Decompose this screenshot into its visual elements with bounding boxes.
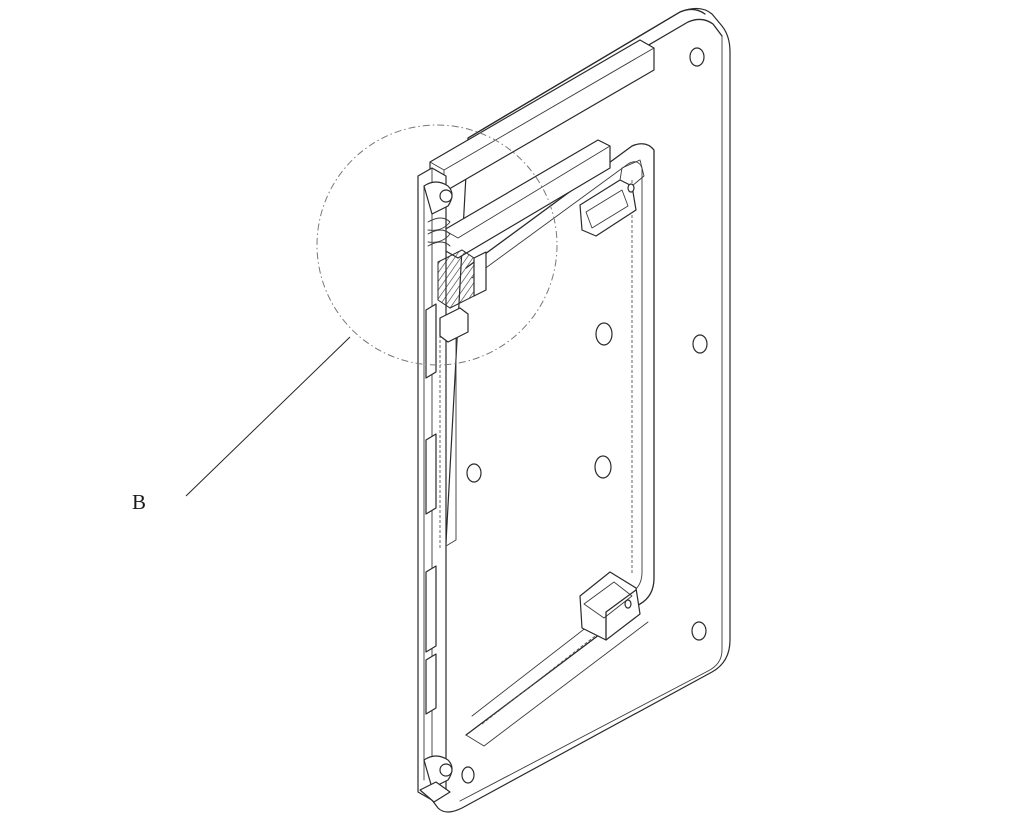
leader-line [185,336,351,497]
mounting-plate [431,7,731,813]
hinge-assembly [423,181,487,343]
upper-clip [579,159,645,237]
hole-bottom-right [691,621,707,641]
mounting-holes [461,47,708,784]
hole-left-bottom [461,766,475,784]
hole-left-middle [466,463,482,483]
callout-label-b: B [132,490,147,514]
hole-inner-middle [594,455,612,479]
hole-mid-right [692,334,708,354]
detail-callout-circle [316,124,558,366]
lower-clip [579,571,641,641]
hole-top-right [689,47,705,67]
bottom-hinge [419,755,453,803]
hole-inner-upper [595,322,613,346]
